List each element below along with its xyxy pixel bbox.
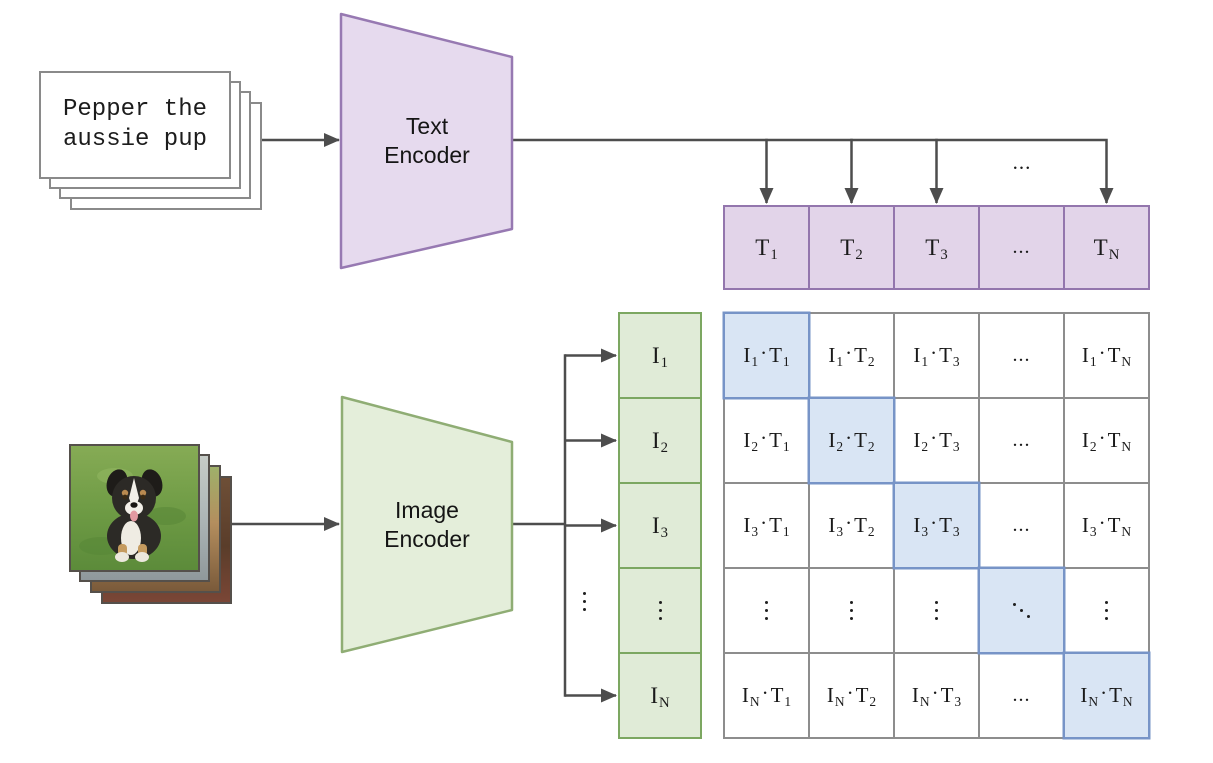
matrix-cell-i1t3: I1·T3 xyxy=(895,314,978,397)
vertical-ellipsis-icon xyxy=(658,601,662,620)
matrix-cell-i3t2: I3·T2 xyxy=(810,484,893,567)
matrix-cell-i2t1: I2·T1 xyxy=(725,399,808,482)
matrix-cell-colN-vdots xyxy=(1065,569,1148,652)
matrix-cell-i3tN: I3·TN xyxy=(1065,484,1148,567)
text-embedding-t3: T3 xyxy=(895,207,978,288)
text-arrows-ellipsis: ... xyxy=(1012,150,1032,174)
matrix-cell-col3-vdots xyxy=(895,569,978,652)
image-embedding-i2: I2 xyxy=(620,399,700,482)
photo-card-front xyxy=(69,444,200,572)
vertical-ellipsis-icon xyxy=(1105,601,1108,620)
similarity-matrix: I1·T1 I1·T2 I1·T3 ... I1·TN I2·T1 I2·T2 … xyxy=(723,312,1150,739)
text-encoder-shape xyxy=(339,12,514,270)
matrix-cell-iNt2: IN·T2 xyxy=(810,654,893,737)
vertical-ellipsis-icon xyxy=(765,601,768,620)
puppy-photo xyxy=(71,446,198,570)
image-arrows-vertical-ellipsis-icon xyxy=(583,592,586,611)
vertical-ellipsis-icon xyxy=(850,601,853,620)
matrix-cell-col1-vdots xyxy=(725,569,808,652)
image-embedding-ellipsis xyxy=(620,569,700,652)
image-embedding-i1: I1 xyxy=(620,314,700,397)
diagonal-ellipsis-icon xyxy=(1012,601,1031,620)
matrix-cell-i3t3: I3·T3 xyxy=(895,484,978,567)
matrix-cell-iNt1: IN·T1 xyxy=(725,654,808,737)
image-encoder-label: Image Encoder xyxy=(384,496,470,552)
matrix-cell-row1-ellipsis: ... xyxy=(980,314,1063,397)
matrix-cell-i2t3: I2·T3 xyxy=(895,399,978,482)
matrix-cell-row2-ellipsis: ... xyxy=(980,399,1063,482)
matrix-cell-i2t2: I2·T2 xyxy=(810,399,893,482)
matrix-cell-col2-vdots xyxy=(810,569,893,652)
image-embedding-column: I1 I2 I3 IN xyxy=(618,312,702,739)
matrix-cell-row3-ellipsis: ... xyxy=(980,484,1063,567)
matrix-cell-i3t1: I3·T1 xyxy=(725,484,808,567)
matrix-cell-i1t2: I1·T2 xyxy=(810,314,893,397)
text-encoder-label: Text Encoder xyxy=(384,113,470,168)
image-embedding-iN: IN xyxy=(620,654,700,737)
text-embedding-t2: T2 xyxy=(810,207,893,288)
matrix-cell-i1tN: I1·TN xyxy=(1065,314,1148,397)
image-encoder-shape xyxy=(340,395,514,654)
matrix-cell-row5-ellipsis: ... xyxy=(980,654,1063,737)
image-encoder-block: Image Encoder xyxy=(340,395,514,654)
text-encoder-block: Text Encoder xyxy=(339,12,515,270)
text-embedding-t1: T1 xyxy=(725,207,808,288)
matrix-cell-diagonal-ddots xyxy=(980,569,1063,652)
text-embedding-tN: TN xyxy=(1065,207,1148,288)
image-embedding-i3: I3 xyxy=(620,484,700,567)
text-embedding-ellipsis: ... xyxy=(980,207,1063,288)
matrix-cell-iNtN: IN·TN xyxy=(1065,654,1148,737)
text-embedding-row: T1 T2 T3 ... TN xyxy=(723,205,1150,290)
matrix-cell-i1t1: I1·T1 xyxy=(725,314,808,397)
matrix-cell-iNt3: IN·T3 xyxy=(895,654,978,737)
vertical-ellipsis-icon xyxy=(935,601,938,620)
matrix-cell-i2tN: I2·TN xyxy=(1065,399,1148,482)
